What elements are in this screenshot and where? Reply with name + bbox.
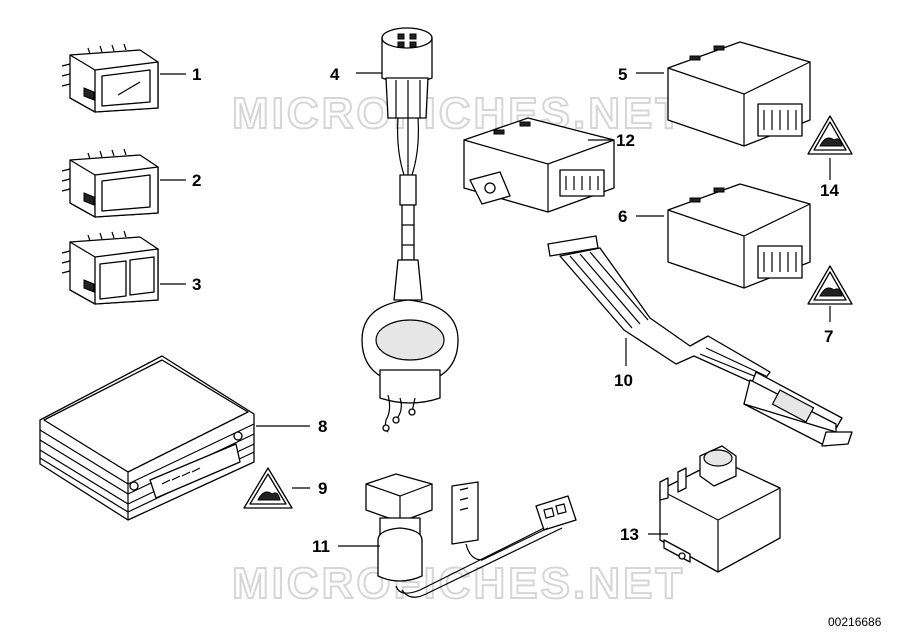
part-13-relay[interactable] xyxy=(659,445,781,573)
part-12-control-module[interactable] xyxy=(463,117,615,213)
part-9-warning-label[interactable] xyxy=(243,467,293,509)
part-4-wiring-harness[interactable] xyxy=(361,27,459,433)
part-7-warning-label[interactable] xyxy=(807,265,853,305)
callout-2: 2 xyxy=(192,171,201,190)
callout-12: 12 xyxy=(616,131,635,150)
part-1-switch[interactable] xyxy=(61,43,159,113)
watermark-top: MICROFICHES.NET xyxy=(232,89,685,138)
callout-13: 13 xyxy=(620,525,639,544)
callout-14: 14 xyxy=(820,181,839,200)
callout-11: 11 xyxy=(312,537,330,556)
callout-5: 5 xyxy=(618,65,627,84)
part-5-control-module[interactable] xyxy=(667,41,811,147)
part-number: 00216686 xyxy=(828,615,882,629)
callout-1: 1 xyxy=(192,65,201,84)
part-11-switch-with-lead[interactable] xyxy=(365,473,577,598)
part-14-warning-label[interactable] xyxy=(807,115,853,155)
callout-9: 9 xyxy=(318,479,327,498)
part-2-switch[interactable] xyxy=(61,148,159,218)
callout-4: 4 xyxy=(330,65,340,84)
callout-10: 10 xyxy=(614,371,633,390)
callout-7: 7 xyxy=(824,327,833,346)
part-3-double-switch[interactable] xyxy=(61,230,159,305)
part-6-control-module[interactable] xyxy=(667,183,811,289)
callout-6: 6 xyxy=(618,207,627,226)
part-10-ribbon-cable[interactable] xyxy=(547,235,853,447)
callout-8: 8 xyxy=(318,417,327,436)
part-8-control-unit[interactable] xyxy=(39,355,255,521)
watermark-bottom: MICROFICHES.NET xyxy=(232,559,685,608)
callout-3: 3 xyxy=(192,275,201,294)
